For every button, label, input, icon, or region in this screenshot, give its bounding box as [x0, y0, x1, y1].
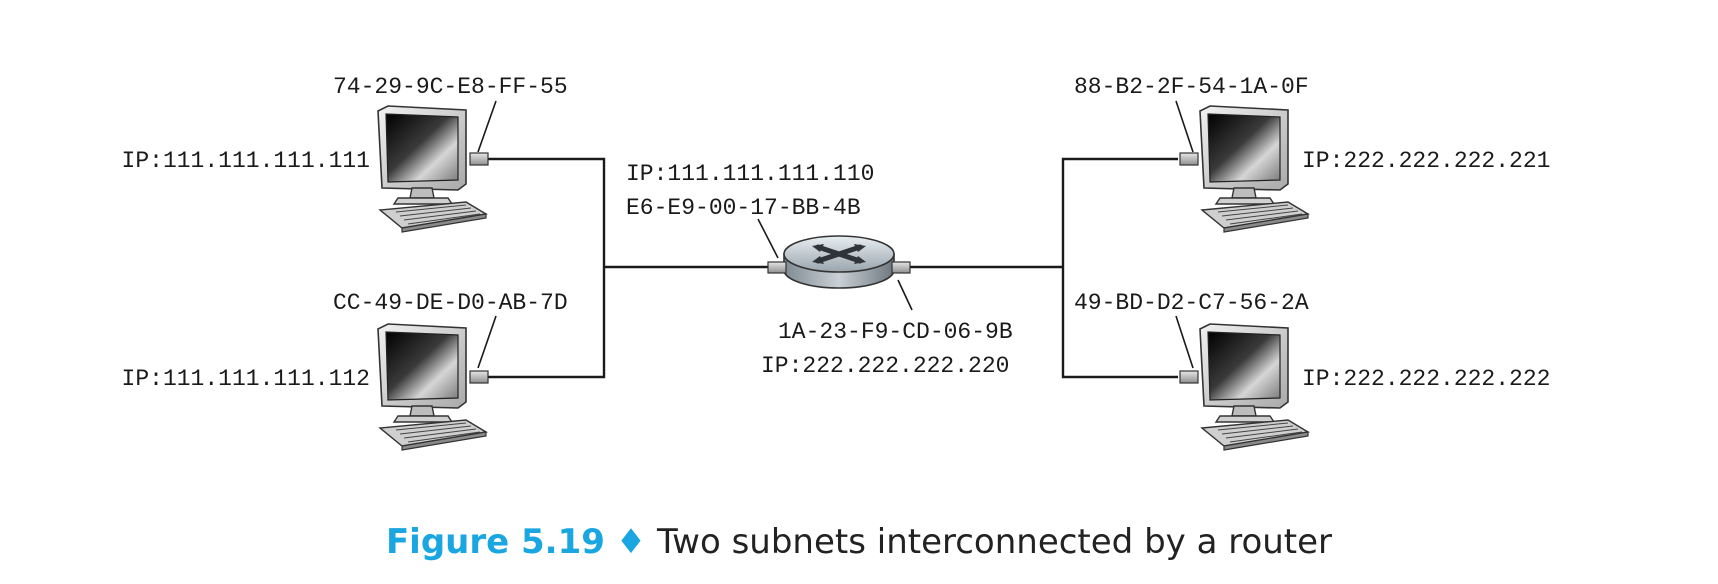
host-1-ip: IP:111.111.111.111	[121, 148, 370, 174]
nic-plug-icon	[469, 152, 489, 166]
cables	[488, 157, 1178, 379]
router-right-ip: IP:222.222.222.220	[761, 353, 1010, 379]
host-computer-icon	[377, 105, 487, 233]
host-4-ip: IP:222.222.222.222	[1302, 366, 1551, 392]
host-computer-icon	[1199, 105, 1309, 233]
host-3-ip: IP:222.222.222.221	[1302, 148, 1551, 174]
host-computer-icon	[377, 323, 487, 451]
nic-plug-icon	[469, 370, 489, 384]
host-computer-icon	[1199, 323, 1309, 451]
nic-plug-icon	[1179, 370, 1199, 384]
nic-plug-icon	[1179, 152, 1199, 166]
router-icon	[767, 235, 911, 289]
host-4-mac: 49-BD-D2-C7-56-2A	[1074, 290, 1309, 316]
host-2-mac: CC-49-DE-D0-AB-7D	[333, 290, 568, 316]
host-2-ip: IP:111.111.111.112	[121, 366, 370, 392]
router-right-mac: 1A-23-F9-CD-06-9B	[778, 319, 1013, 345]
leader-lines	[477, 100, 1194, 369]
host-1-mac: 74-29-9C-E8-FF-55	[333, 74, 568, 100]
router-left-ip: IP:111.111.111.110	[626, 161, 875, 187]
caption-separator: ♦	[615, 522, 647, 562]
figure-caption: Figure 5.19 ♦ Two subnets interconnected…	[0, 522, 1718, 562]
host-3-mac: 88-B2-2F-54-1A-0F	[1074, 74, 1309, 100]
figure-number: Figure 5.19	[385, 522, 605, 562]
router-left-mac: E6-E9-00-17-BB-4B	[626, 195, 861, 221]
caption-text: Two subnets interconnected by a router	[657, 522, 1333, 562]
